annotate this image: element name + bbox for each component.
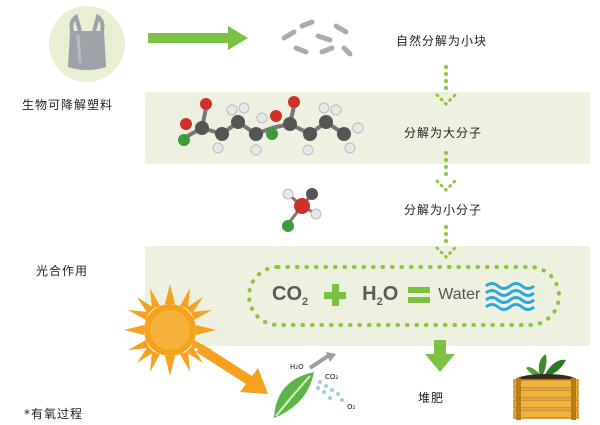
leaf-co2-label: CO₂: [325, 373, 339, 381]
step-small-molecule: 分解为小分子: [404, 203, 483, 217]
co2-formula: CO2: [272, 283, 308, 308]
aerobic-process-label: *有氧过程: [24, 407, 84, 421]
compost-label: 堆肥: [418, 391, 445, 405]
h2o-formula: H2O: [362, 283, 398, 308]
dotted-arrow-3-icon: [435, 225, 457, 260]
leaf-o2-label: O₂: [347, 403, 356, 411]
h2o-h: H: [362, 282, 377, 305]
material-label: 生物可降解塑料: [22, 98, 114, 112]
dotted-arrow-2-icon: [435, 151, 457, 193]
h2o-o: O: [382, 282, 399, 305]
decompose-arrow-icon: [148, 26, 248, 50]
compost-arrow-icon: [425, 340, 455, 372]
step-macromolecule: 分解为大分子: [404, 126, 483, 140]
co2-subscript: 2: [302, 295, 309, 308]
plastic-pieces-icon: [281, 19, 353, 57]
water-label: Water: [438, 286, 481, 303]
photosynthesis-label: 光合作用: [36, 264, 89, 278]
equation-dotted-box: [247, 265, 561, 327]
water-waves-icon: [485, 282, 536, 311]
co2-text: CO: [272, 282, 302, 305]
small-molecule-icon: [282, 188, 322, 232]
leaf-icon: [274, 352, 344, 418]
sunlight-arrow-icon: [196, 344, 268, 394]
polymer-molecule-icon: [178, 96, 364, 156]
equation: CO2 H2O Water: [272, 280, 536, 311]
plastic-bag-icon: [49, 6, 125, 82]
leaf-h2o-label: H₂O: [290, 363, 304, 371]
sun-icon: [124, 284, 216, 376]
compost-bin-icon: [513, 354, 579, 420]
dotted-arrow-1-icon: [435, 65, 457, 107]
step-natural-decomposition: 自然分解为小块: [396, 34, 488, 48]
equals-icon: [408, 286, 431, 304]
h2o-subscript: 2: [376, 295, 383, 308]
plus-icon: [324, 284, 347, 306]
